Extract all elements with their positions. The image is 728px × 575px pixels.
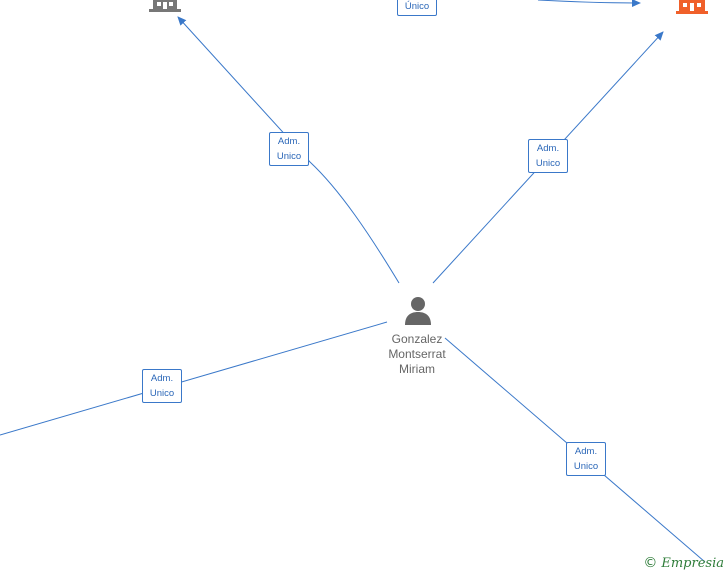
copyright-icon: © bbox=[643, 555, 658, 571]
building-icon[interactable] bbox=[676, 0, 708, 14]
edge-to-left bbox=[0, 321, 388, 436]
person-name-label[interactable]: Gonzalez Montserrat Miriam bbox=[388, 332, 446, 376]
person-icon[interactable] bbox=[405, 297, 431, 325]
edge-label-top-partial: Único bbox=[397, 0, 437, 16]
edge-top-to-top-right-company bbox=[537, 0, 641, 7]
edge-label-left: Adm. Unico bbox=[142, 369, 182, 403]
edge-to-top-left-company bbox=[177, 16, 400, 284]
watermark-logo: ©Empresia bbox=[643, 555, 724, 571]
brand-name: Empresia bbox=[661, 556, 724, 571]
edge-label-top-right: Adm. Unico bbox=[528, 139, 568, 173]
building-icon[interactable] bbox=[149, 0, 181, 12]
edge-label-bottom-right: Adm. Unico bbox=[566, 442, 606, 476]
edge-label-top-left: Adm. Unico bbox=[269, 132, 309, 166]
